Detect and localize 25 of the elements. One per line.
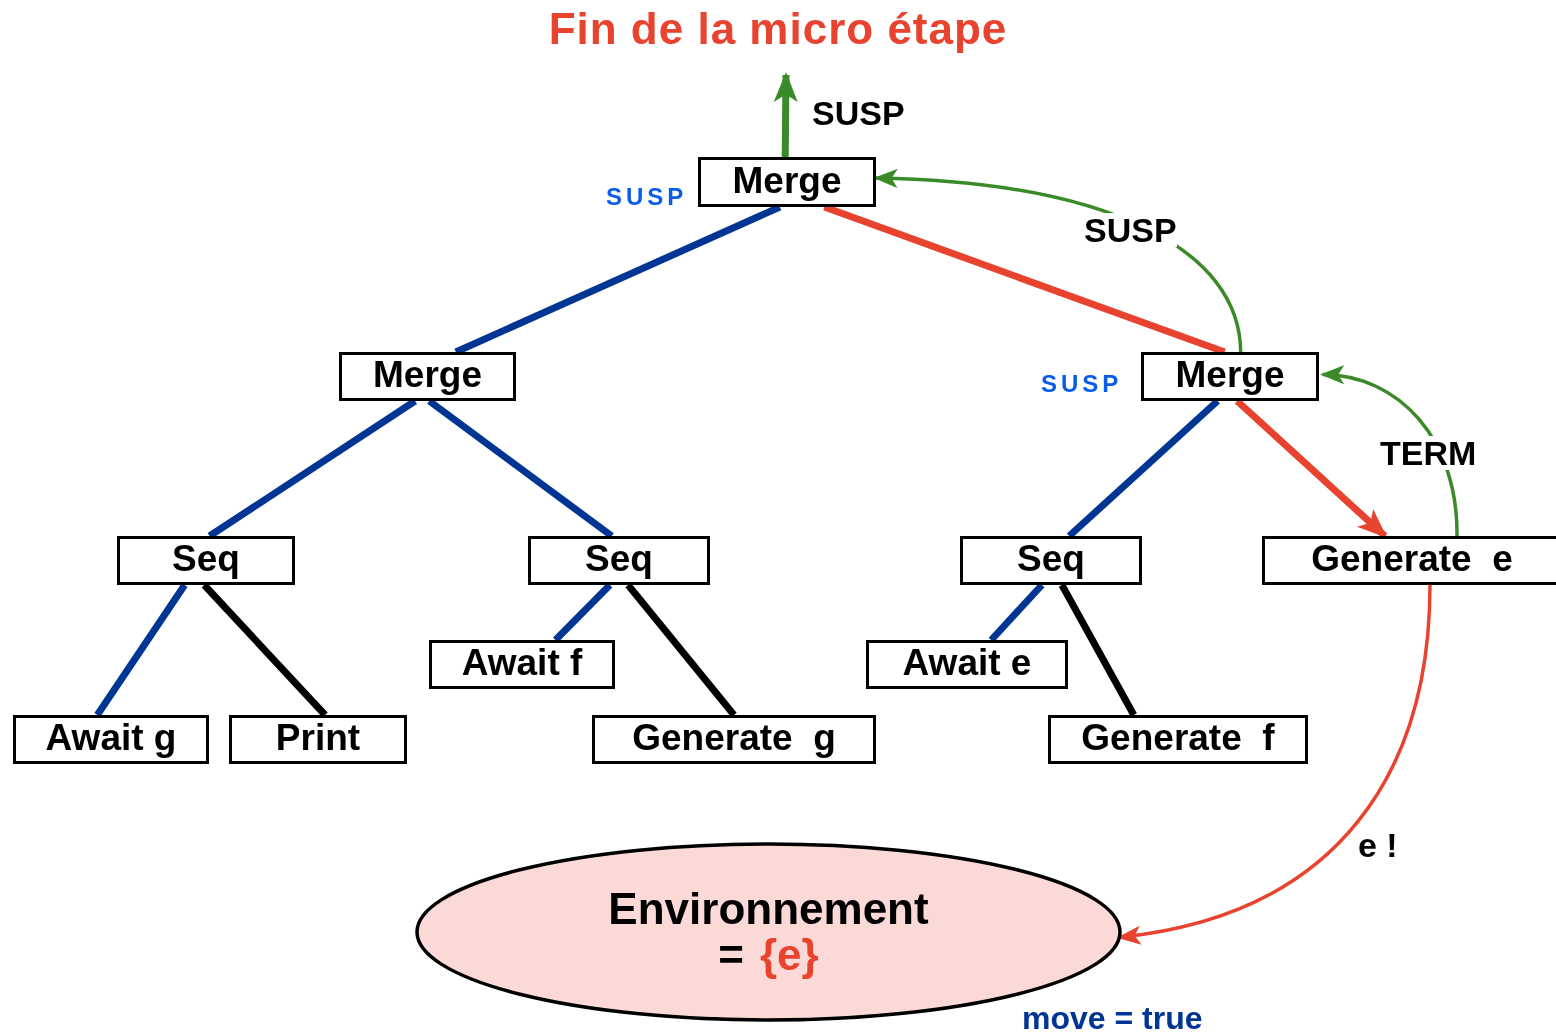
status-label: SUSP [606, 183, 688, 211]
process-box: Seq [960, 536, 1142, 585]
process-box: Seq [528, 536, 710, 585]
set-text: {e} [760, 932, 819, 979]
process-box: Print [229, 715, 407, 764]
process-box: Generate f [1048, 715, 1308, 764]
diagram-title: Fin de la micro étape [547, 4, 1009, 54]
process-box: Generate g [592, 715, 876, 764]
process-box: Merge [698, 157, 876, 207]
edge-label: TERM [1380, 436, 1477, 470]
process-box: Merge [339, 352, 516, 401]
process-box: Generate e [1262, 536, 1556, 585]
process-box: Seq [117, 536, 295, 585]
set-text: = [718, 932, 744, 979]
process-box: Merge [1141, 352, 1319, 401]
edge-label: SUSP [1084, 213, 1177, 247]
process-box: Await f [429, 640, 615, 689]
node-title: Environnement [608, 885, 929, 932]
status-label: SUSP [1041, 370, 1123, 398]
arrow [773, 72, 798, 158]
connector-line [94, 583, 188, 717]
note-text: move = true [1022, 1000, 1203, 1035]
connector-line [1058, 583, 1137, 717]
process-box: Await e [866, 640, 1068, 689]
process-box: Await g [13, 715, 209, 764]
